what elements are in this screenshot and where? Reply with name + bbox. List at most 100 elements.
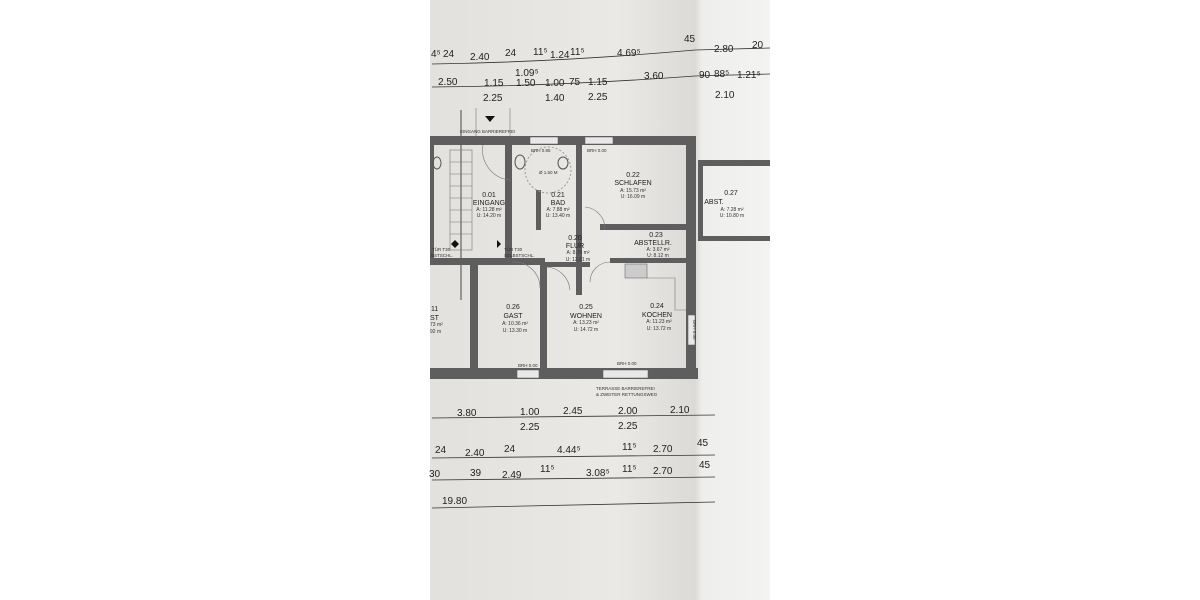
room-abst: 0.27 ABST. A: 7.28 m² U: 10.80 m	[704, 190, 744, 219]
brh-label: BRH 0.00	[518, 363, 538, 368]
room-number: 0.24	[650, 303, 664, 310]
room-number: 0.01	[482, 192, 496, 199]
walls	[430, 136, 770, 379]
door-marker-icon	[497, 240, 501, 248]
room-name: KOCHEN	[642, 312, 672, 319]
room-name: ABSTELLR.	[634, 240, 672, 247]
dim: 2.25	[520, 422, 540, 433]
room-number: 0.22	[626, 172, 640, 179]
dim: 2.70	[653, 466, 673, 477]
dim: 11⁵	[570, 47, 585, 58]
kitchen-sink-icon	[624, 263, 648, 279]
room-name: EINGANG	[473, 200, 505, 207]
room-perimeter: U: 16.09 m	[621, 194, 645, 200]
dim: 24	[435, 445, 447, 456]
dim: 11⁵	[622, 442, 637, 453]
dim: 3.60	[644, 71, 664, 82]
door-marker-icon	[451, 240, 459, 248]
plan-notes: BRH 0.85 BRH 0.00 BRH 0.00 BRH 0.00 BRH …	[431, 148, 697, 397]
dim: 45	[684, 34, 696, 45]
door-swings	[482, 144, 611, 291]
room-name: ABST.	[704, 199, 724, 206]
room-schlafen: 0.22 SCHLAFEN A: 15.73 m² U: 16.09 m	[614, 172, 651, 200]
room-number: 0.20	[568, 235, 582, 242]
entrance-arrow-icon	[485, 116, 495, 122]
room-perimeter: U: 13.72 m	[647, 326, 671, 332]
dim: 11⁵	[622, 464, 637, 475]
room-number: 0.26	[506, 304, 520, 311]
dimension-lines	[431, 47, 771, 509]
door-label: TÜR T30	[432, 246, 451, 252]
floor-plan-paper	[430, 0, 770, 600]
dim: 4⁵	[431, 49, 441, 60]
room-number: 0.25	[579, 304, 593, 311]
brh-label: BRH 0.00	[617, 361, 637, 366]
room-name: ST	[430, 315, 440, 322]
bottom-dimensions: 3.80 1.00 2.45 2.00 2.10 2.25 2.25 24 2.…	[429, 405, 711, 507]
room-area: A: 8.70 m²	[566, 250, 589, 256]
room-area: A: 7.28 m²	[720, 207, 743, 213]
room-perimeter: U: 14.72 m	[574, 327, 598, 333]
room-area: A: 15.73 m²	[620, 188, 646, 194]
dim: 1.40	[545, 93, 565, 104]
room-area: A: 3.67 m²	[646, 247, 669, 253]
dim: 1.00	[545, 78, 565, 89]
dim: 30	[429, 469, 441, 480]
room-area: A: 7.88 m²	[546, 207, 569, 213]
dim: 4.44⁵	[557, 445, 581, 456]
room-perimeter: U: 8.12 m	[647, 253, 669, 259]
dim: 2.45	[563, 406, 583, 417]
brh-label: BRH 0.85	[531, 148, 551, 153]
room-number: 0.21	[551, 192, 565, 199]
room-name: BAD	[551, 200, 565, 207]
dim-total: 19.80	[442, 496, 467, 507]
dim: 45	[697, 438, 709, 449]
room-eingang: 0.01 EINGANG A: 11.28 m² U: 14.20 m	[473, 192, 505, 219]
room-kochen: 0.24 KOCHEN A: 11.23 m² U: 13.72 m	[642, 303, 672, 332]
dim: 1.24	[550, 50, 570, 61]
dim: 1.15	[484, 78, 504, 89]
top-dimensions: 4⁵ 24 2.40 24 11⁵ 1.24 11⁵ 4.69⁵ 45 2.80…	[431, 34, 764, 104]
dim: 90	[699, 70, 711, 81]
door-label: TÜR T30	[504, 246, 523, 252]
room-abstellraum: 0.23 ABSTELLR. A: 3.67 m² U: 8.12 m	[634, 232, 672, 259]
toilet-icon	[514, 154, 526, 170]
room-name: WOHNEN	[570, 313, 602, 320]
room-name: FLUR	[566, 243, 584, 250]
room-wohnen: 0.25 WOHNEN A: 13.23 m² U: 14.72 m	[570, 304, 602, 333]
room-perimeter: U: 13.40 m	[546, 213, 570, 219]
room-area: A: 11.23 m²	[646, 319, 672, 325]
dim: 1.00	[520, 407, 540, 418]
toilet-icon	[432, 156, 442, 170]
terrace-label: TERRASSE BARRIEREFREI	[596, 386, 655, 391]
stairs	[449, 149, 473, 251]
dim: 24	[505, 48, 517, 59]
dim: 24	[443, 49, 455, 60]
room-perimeter: U: 10.80 m	[720, 213, 744, 219]
room-area: A: 13.23 m²	[573, 320, 599, 326]
dim: 3.80	[457, 408, 477, 419]
room-partial: 11 ST 73 m² 92 m	[430, 306, 443, 335]
dim: 1.21⁵	[737, 70, 761, 81]
dim: 2.50	[438, 77, 458, 88]
dim: 88⁵	[714, 69, 729, 80]
sink-icon	[557, 156, 569, 170]
room-perimeter: U: 12.81 m	[566, 257, 590, 263]
dim: 1.09⁵	[515, 68, 539, 79]
room-gast: 0.26 GAST A: 10.36 m² U: 13.30 m	[502, 304, 528, 334]
dim: 4.69⁵	[617, 48, 641, 59]
dim: 2.80	[714, 44, 734, 55]
room-perimeter: U: 14.20 m	[477, 213, 501, 219]
turning-circle-label: Ø 1.50 M	[539, 170, 558, 175]
turning-circle	[524, 146, 572, 194]
dim: 2.49	[502, 470, 522, 481]
dim: 2.10	[670, 405, 690, 416]
dim: 11⁵	[533, 47, 548, 58]
room-name: SCHLAFEN	[614, 180, 651, 187]
brh-label: BRH 0.00	[692, 320, 697, 340]
room-number: 0.27	[724, 190, 738, 197]
room-name: GAST	[503, 313, 523, 320]
dim: 39	[470, 468, 482, 479]
room-flur: 0.20 FLUR A: 8.70 m² U: 12.81 m	[566, 235, 590, 263]
